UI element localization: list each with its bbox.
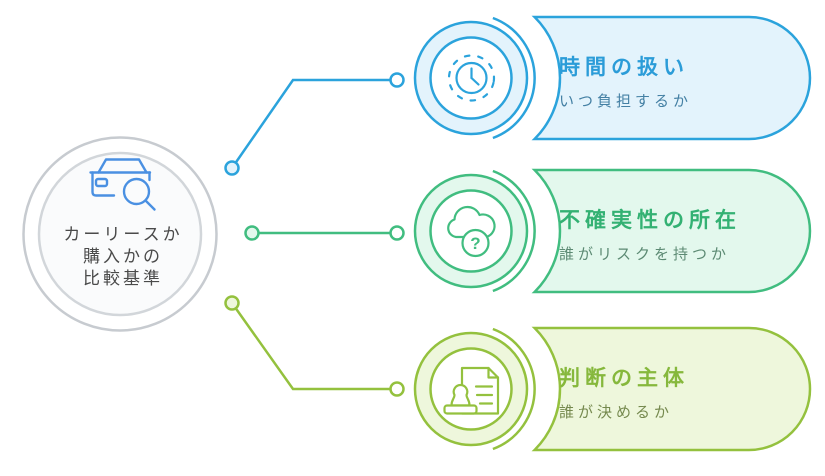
center-label-line: 比較基準	[83, 269, 163, 288]
car-search-icon	[89, 158, 156, 211]
connector-time	[224, 72, 405, 176]
item-title-time: 時間の扱い	[559, 56, 689, 79]
connector-node	[389, 72, 405, 88]
connector-node	[224, 160, 240, 176]
item-card-uncertainty: ?	[413, 168, 812, 294]
item-title-decision: 判断の主体	[559, 367, 689, 390]
connector-node	[244, 225, 260, 241]
connector-node	[224, 295, 240, 311]
center-label-line: 購入かの	[83, 247, 163, 266]
center-inner-circle	[37, 151, 203, 317]
item-pill	[531, 15, 812, 141]
item-card-decision	[413, 326, 812, 452]
item-title-uncertainty: 不確実性の所在	[559, 209, 741, 232]
stamp-document-icon	[443, 366, 500, 415]
question-glyph: ?	[470, 234, 480, 253]
clock-icon	[447, 54, 496, 102]
center-label-line: カーリースか	[63, 225, 183, 244]
item-subtitle-time: いつ負担するか	[559, 93, 693, 110]
item-pill	[531, 168, 812, 294]
item-arc	[492, 327, 536, 451]
item-arc	[492, 169, 536, 293]
connector-decision	[224, 295, 405, 397]
item-card-time	[413, 15, 812, 141]
item-arc	[492, 16, 536, 140]
connector-node	[389, 381, 405, 397]
center-label: カーリースか 購入かの 比較基準	[33, 224, 213, 290]
center-node	[22, 136, 218, 332]
item-subtitle-decision: 誰が決めるか	[559, 404, 674, 421]
item-subtitle-uncertainty: 誰がリスクを持つか	[559, 246, 731, 263]
connector-uncertainty	[244, 225, 405, 241]
item-pill	[531, 326, 812, 452]
connector-node	[389, 225, 405, 241]
cloud-question-icon: ?	[447, 205, 496, 258]
